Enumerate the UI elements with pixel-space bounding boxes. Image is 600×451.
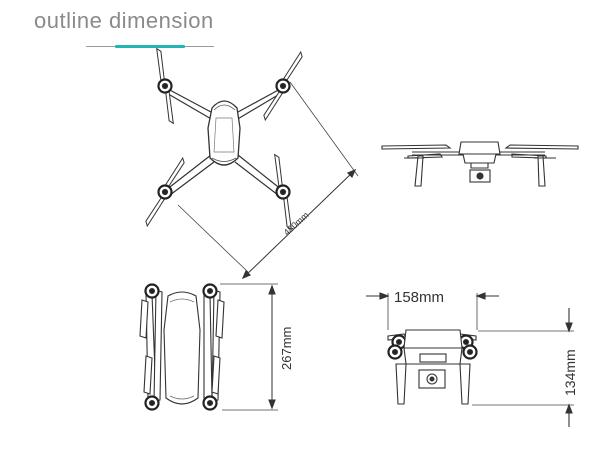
motor-front-right — [275, 78, 291, 94]
motor-rear-left — [157, 184, 173, 200]
motor-rear-right — [275, 184, 291, 200]
folded-view — [139, 283, 278, 411]
drone-body-top — [207, 100, 241, 166]
top-view — [143, 46, 359, 280]
page-title: outline dimension — [34, 8, 214, 33]
front-width-label: 158mm — [394, 289, 444, 306]
title-accent-bar — [115, 45, 185, 48]
side-view — [381, 141, 579, 187]
folded-height-label: 267mm — [279, 327, 294, 370]
folded-body — [163, 291, 201, 405]
diagonal-dimension-line — [177, 81, 359, 280]
arm-front-right — [235, 87, 283, 121]
arm-front-left — [165, 87, 214, 121]
motor-front-left — [157, 78, 173, 94]
arm-rear-right — [234, 154, 283, 196]
arm-rear-left — [165, 154, 215, 196]
front-view — [366, 292, 574, 427]
front-height-label: 134mm — [562, 349, 578, 396]
